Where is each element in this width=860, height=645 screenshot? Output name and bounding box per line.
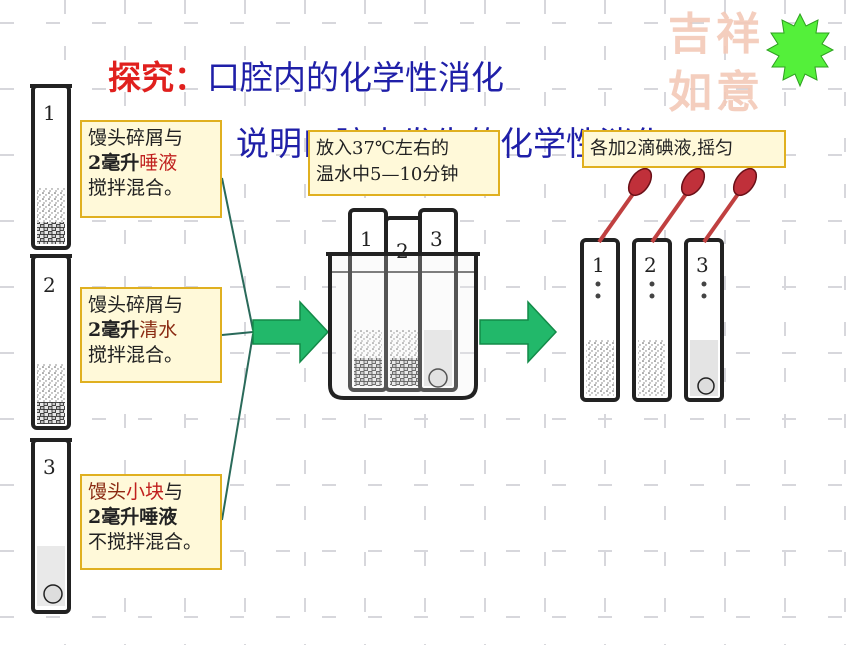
setup-box-1-line1: 馒头碎屑与: [88, 127, 184, 149]
green-starburst-icon: [765, 12, 835, 88]
seal-stamp: 吉祥如意: [668, 9, 764, 118]
tube-label-bath-3: 3: [430, 227, 443, 251]
setup-box-2-line1: 馒头碎屑与: [88, 294, 184, 316]
iodine-box: 各加2滴碘液,摇匀: [582, 130, 786, 168]
setup-box-3-line2: 2毫升唾液: [88, 506, 178, 528]
tube-label-bath-1: 1: [360, 227, 373, 251]
setup-box-3-line3: 不搅拌混合。: [88, 531, 203, 553]
arrow-right-icon-2: [479, 300, 558, 364]
connector-lines: [221, 177, 254, 521]
title-label: 探究：: [108, 58, 207, 97]
arrow-right-icon: [252, 300, 330, 364]
setup-box-1-line3: 搅拌混合。: [88, 177, 184, 199]
setup-box-3-line1: 馒头小块与: [88, 481, 184, 503]
tube-label-iodine-1: 1: [592, 253, 605, 277]
title-text: 口腔内的化学性消化: [207, 58, 504, 97]
tube-label-iodine-2: 2: [644, 253, 657, 277]
setup-box-1: 馒头碎屑与 2毫升唾液 搅拌混合。: [80, 120, 222, 218]
dropper-icon-2: [650, 167, 706, 244]
tube-label-left-3: 3: [43, 455, 56, 479]
tube-label-left-1: 1: [43, 101, 56, 125]
dropper-icon-1: [597, 167, 653, 244]
tube-label-bath-2: 2: [396, 239, 409, 263]
tube-label-iodine-3: 3: [696, 253, 709, 277]
setup-box-2: 馒头碎屑与 2毫升清水 搅拌混合。: [80, 287, 222, 383]
water-bath-beaker: [326, 208, 480, 400]
tube-label-left-2: 2: [43, 273, 56, 297]
setup-box-3: 馒头小块与 2毫升唾液 不搅拌混合。: [80, 474, 222, 570]
dropper-icon-3: [702, 167, 758, 244]
test-tube-3: [30, 438, 72, 614]
setup-box-2-line3: 搅拌混合。: [88, 344, 184, 366]
page-title: 探究：口腔内的化学性消化: [108, 58, 504, 98]
water-bath-box: 放入37℃左右的 温水中5—10分钟: [308, 130, 500, 196]
test-tube-2: [30, 254, 72, 430]
iodine-tube-3: [684, 238, 724, 402]
water-bath-line1: 放入37℃左右的: [316, 138, 450, 159]
test-tube-1: [30, 84, 72, 250]
water-bath-line2: 温水中5—10分钟: [316, 164, 459, 185]
setup-box-2-line2: 2毫升清水: [88, 319, 178, 341]
setup-box-1-line2: 2毫升唾液: [88, 152, 178, 174]
iodine-text: 各加2滴碘液,摇匀: [590, 138, 734, 159]
iodine-tube-2: [632, 238, 672, 402]
